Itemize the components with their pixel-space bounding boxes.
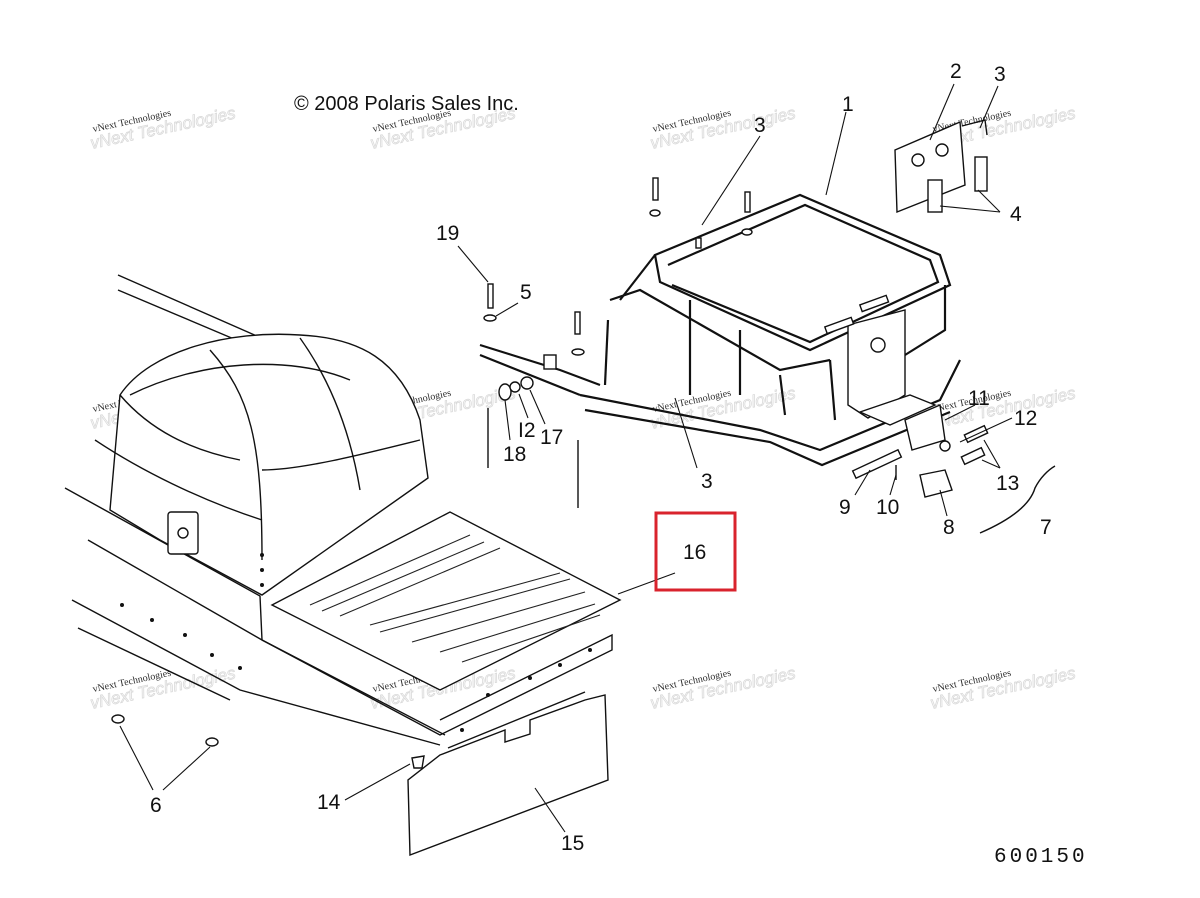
callout-13: 13 [996,472,1019,495]
leader-lines [119,83,1013,833]
callout-4: 4 [1010,203,1022,226]
callout-19: 19 [436,222,459,245]
callout-18: 18 [503,443,526,466]
callout-labels: 1 2 3 3 4 19 5 3 I2 17 18 11 12 13 9 10 … [150,60,1052,855]
highlight-box [654,511,737,592]
part-1-rack [479,193,961,467]
callout-2: 2 [950,60,962,83]
callout-5: 5 [520,281,532,304]
hitch-hardware [851,403,1056,534]
callout-12: I2 [518,419,536,442]
callout-8: 8 [943,516,955,539]
part-2-plate [894,119,988,214]
seat-assembly [64,274,446,746]
callout-16: 16 [683,541,706,564]
callout-11: 11 [968,387,990,410]
callout-3: 3 [754,114,766,137]
callout-17: 17 [540,426,563,449]
callout-3: 3 [994,63,1006,86]
callout-9: 9 [839,496,851,519]
callout-6: 6 [150,794,162,817]
callout-1: 1 [842,93,854,116]
part-15-mudflap [407,691,609,857]
callout-15: 15 [561,832,584,855]
callout-10: 10 [876,496,899,519]
fasteners-6-14 [111,714,425,769]
callout-7: 7 [1040,516,1052,539]
callout-12: 12 [1014,407,1037,430]
part-16-panel [261,511,622,736]
callout-14: 14 [317,791,341,814]
copyright-notice: © 2008 Polaris Sales Inc. [294,93,519,115]
callout-3: 3 [701,470,713,493]
rail-fasteners [483,177,753,508]
drawing-number: 600150 [994,846,1088,869]
